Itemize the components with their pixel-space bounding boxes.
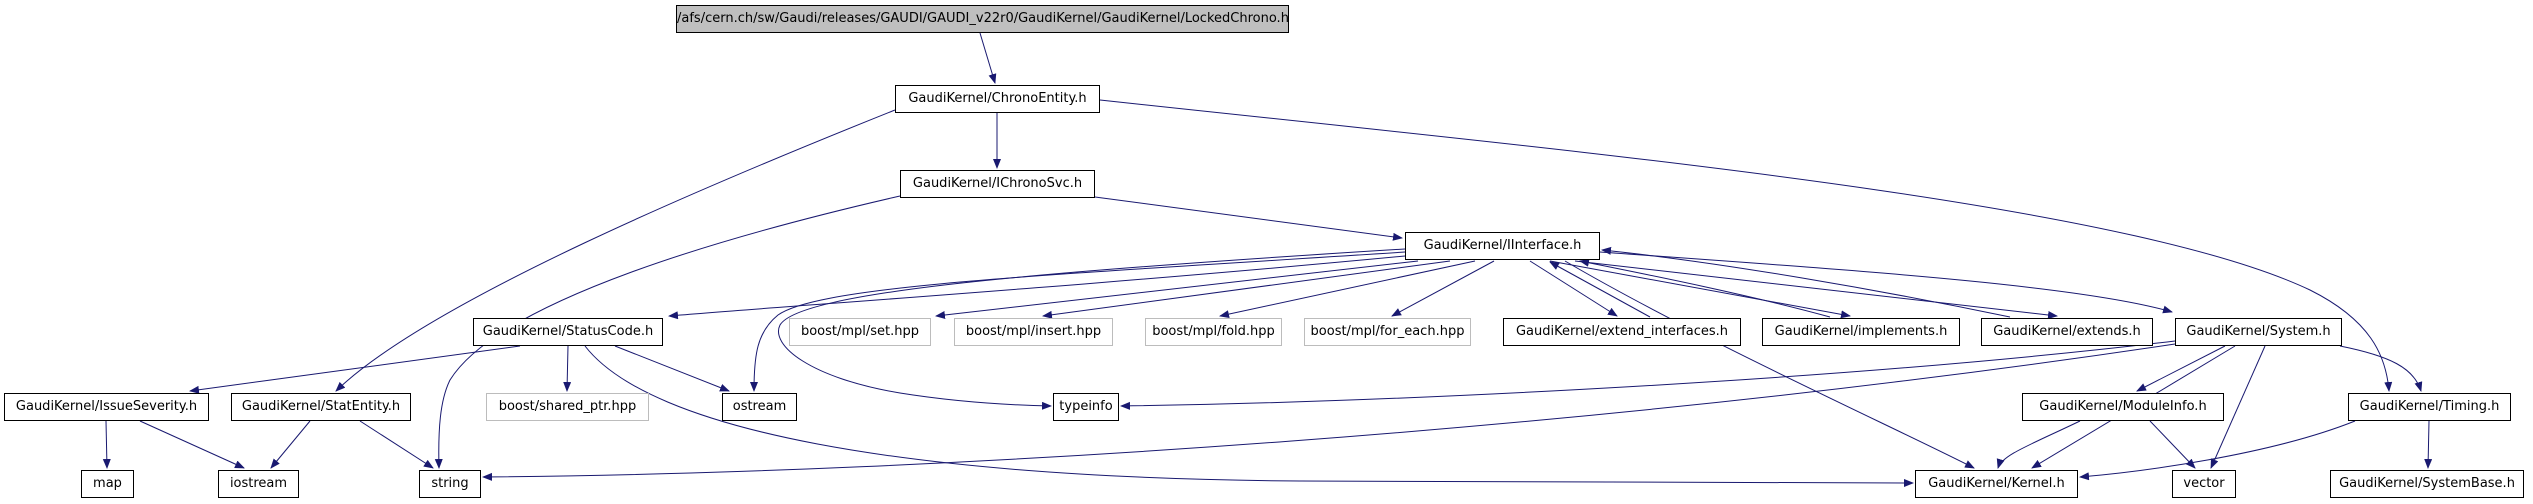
include-edge-statuscode-ostream — [614, 345, 730, 392]
node-timing[interactable]: GaudiKernel/Timing.h — [2348, 393, 2511, 421]
include-edge-implements-iinterface — [1579, 258, 1831, 318]
include-edge-iinterface-mpl_set — [935, 260, 1419, 319]
node-mpl_insert: boost/mpl/insert.hpp — [954, 318, 1113, 346]
include-edge-iinterface-mpl_for_each — [1391, 260, 1495, 317]
include-edge-chrono_entity-timing — [1099, 99, 2393, 392]
include-edge-system-timing — [2339, 345, 2423, 392]
node-root: /afs/cern.ch/sw/Gaudi/releases/GAUDI/GAU… — [676, 5, 1289, 33]
include-edge-statuscode-shared_ptr — [563, 345, 572, 392]
include-edge-iinterface-mpl_insert — [1042, 260, 1451, 319]
node-issueseverity[interactable]: GaudiKernel/IssueSeverity.h — [4, 393, 209, 421]
include-edge-issueseverity-iostream — [139, 420, 245, 469]
include-edge-statuscode-kernel — [584, 345, 1914, 487]
include-edge-system-string — [482, 343, 2176, 481]
node-extends[interactable]: GaudiKernel/extends.h — [1981, 318, 2153, 346]
node-extend_interfaces[interactable]: GaudiKernel/extend_interfaces.h — [1503, 318, 1741, 346]
include-edge-iinterface-ostream — [750, 251, 1406, 392]
include-edge-iinterface-statuscode — [668, 255, 1406, 320]
node-system[interactable]: GaudiKernel/System.h — [2175, 318, 2342, 346]
include-edge-system-moduleinfo — [2136, 345, 2226, 392]
include-edge-issueseverity-map — [102, 420, 111, 469]
include-edge-iinterface-implements — [1549, 260, 1851, 319]
node-vector[interactable]: vector — [2172, 470, 2236, 498]
include-edge-extend_interfaces-iinterface — [1549, 261, 1651, 318]
node-statuscode[interactable]: GaudiKernel/StatusCode.h — [473, 318, 663, 346]
include-edge-extends-iinterface — [1601, 246, 2011, 318]
node-mpl_fold: boost/mpl/fold.hpp — [1145, 318, 1282, 346]
node-statentity[interactable]: GaudiKernel/StatEntity.h — [231, 393, 411, 421]
include-edge-ichronosvc-iinterface — [1094, 196, 1403, 241]
node-chrono_entity[interactable]: GaudiKernel/ChronoEntity.h — [895, 85, 1100, 113]
include-edge-system-vector — [2210, 345, 2266, 469]
node-systembase[interactable]: GaudiKernel/SystemBase.h — [2330, 470, 2524, 498]
include-edge-iinterface-extend_interfaces — [1529, 260, 1618, 317]
include-edge-statuscode-issueseverity — [189, 345, 521, 394]
include-edge-timing-kernel — [2079, 420, 2356, 481]
node-typeinfo[interactable]: typeinfo — [1053, 393, 1119, 421]
include-edge-moduleinfo-vector — [2149, 420, 2196, 469]
node-ostream[interactable]: ostream — [722, 393, 797, 421]
node-mpl_for_each: boost/mpl/for_each.hpp — [1304, 318, 1471, 346]
node-iostream[interactable]: iostream — [218, 470, 299, 498]
include-edge-iinterface-kernel — [1564, 260, 1975, 469]
include-edge-system-typeinfo — [1120, 340, 2176, 410]
node-map[interactable]: map — [81, 470, 134, 498]
include-edge-root-chrono_entity — [979, 32, 997, 84]
node-iinterface[interactable]: GaudiKernel/IInterface.h — [1405, 232, 1600, 260]
node-string[interactable]: string — [419, 470, 481, 498]
include-edge-chrono_entity-statentity — [335, 109, 896, 392]
include-edge-iinterface-system — [1599, 251, 2173, 314]
node-mpl_set: boost/mpl/set.hpp — [789, 318, 931, 346]
node-moduleinfo[interactable]: GaudiKernel/ModuleInfo.h — [2022, 393, 2224, 421]
include-edge-statentity-iostream — [270, 420, 311, 469]
node-kernel[interactable]: GaudiKernel/Kernel.h — [1915, 470, 2078, 498]
include-edge-moduleinfo-kernel — [1996, 420, 2081, 469]
node-shared_ptr: boost/shared_ptr.hpp — [486, 393, 649, 421]
include-edge-statentity-string — [359, 420, 434, 469]
node-implements[interactable]: GaudiKernel/implements.h — [1762, 318, 1960, 346]
include-edge-iinterface-typeinfo — [778, 248, 1406, 410]
node-ichronosvc[interactable]: GaudiKernel/IChronoSvc.h — [900, 170, 1095, 198]
include-edge-iinterface-mpl_fold — [1219, 260, 1476, 319]
include-edge-timing-systembase — [2424, 420, 2433, 469]
include-edge-iinterface-extends — [1574, 260, 2058, 319]
